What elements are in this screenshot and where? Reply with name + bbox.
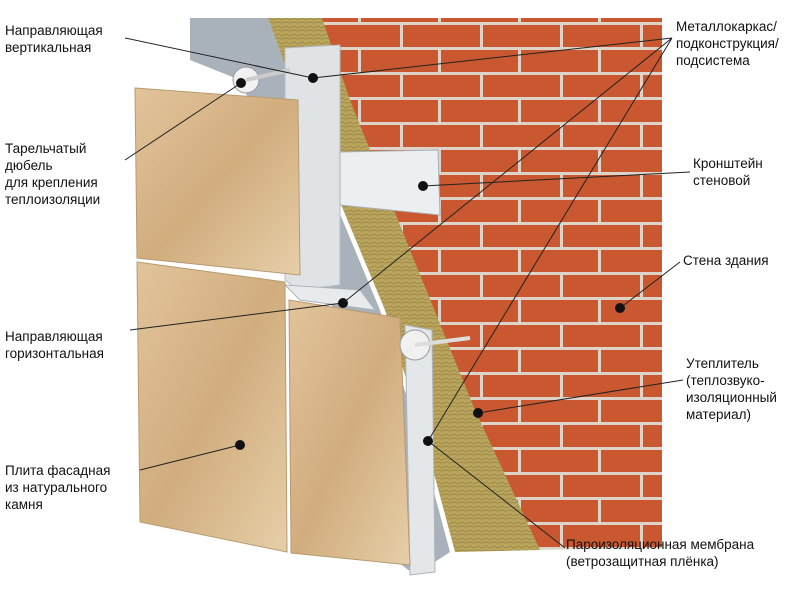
label-line: вертикальная bbox=[5, 40, 92, 55]
label-line: Направляющая bbox=[5, 23, 103, 38]
label-wall: Стена здания bbox=[683, 252, 769, 269]
label-line: Пароизоляционная мембрана bbox=[566, 537, 755, 552]
label-line: Тарельчатый bbox=[5, 141, 87, 156]
label-line: для крепления bbox=[5, 175, 98, 190]
label-facade-panel: Плита фасадная из натурального камня bbox=[5, 462, 110, 513]
vertical-guide-lower bbox=[404, 324, 436, 576]
label-dowel: Тарельчатый дюбель для крепления теплоиз… bbox=[5, 140, 100, 208]
label-line: стеновой bbox=[693, 173, 751, 188]
label-line: теплоизоляции bbox=[5, 192, 101, 207]
label-insulation: Утеплитель (теплозвуко- изоляционный мат… bbox=[686, 355, 777, 423]
label-line: (ветрозащитная плёнка) bbox=[566, 554, 719, 569]
label-line: Плита фасадная bbox=[5, 463, 111, 478]
stone-panel-bottom-right bbox=[288, 299, 411, 566]
label-bracket: Кронштейн стеновой bbox=[693, 155, 763, 189]
label-line: Утеплитель bbox=[686, 356, 759, 371]
label-line: (теплозвуко- bbox=[686, 373, 765, 388]
label-line: Направляющая bbox=[5, 329, 103, 344]
horizontal-guide bbox=[283, 284, 377, 311]
label-line: дюбель bbox=[5, 158, 53, 173]
label-line: горизонтальная bbox=[5, 346, 104, 361]
label-line: подконструкция/ bbox=[676, 36, 779, 51]
label-metal-frame: Металлокаркас/ подконструкция/ подсистем… bbox=[676, 18, 779, 69]
label-line: камня bbox=[5, 497, 43, 512]
stone-panel-top bbox=[134, 87, 301, 276]
marker-dots bbox=[235, 73, 625, 450]
label-line: изоляционный bbox=[686, 390, 777, 405]
label-line: Металлокаркас/ bbox=[676, 19, 777, 34]
label-line: материал) bbox=[686, 407, 751, 422]
stone-panel-bottom-left bbox=[136, 261, 288, 553]
bracket bbox=[339, 149, 441, 216]
label-line: из натурального bbox=[5, 480, 108, 495]
label-vertical-guide: Направляющая вертикальная bbox=[5, 22, 103, 56]
label-membrane: Пароизоляционная мембрана (ветрозащитная… bbox=[566, 536, 754, 570]
label-line: подсистема bbox=[676, 53, 750, 68]
label-line: Кронштейн bbox=[693, 156, 763, 171]
label-horizontal-guide: Направляющая горизонтальная bbox=[5, 328, 104, 362]
leader-lines bbox=[124, 37, 691, 549]
label-line: Стена здания bbox=[683, 253, 769, 268]
dowel-icon bbox=[399, 329, 471, 361]
